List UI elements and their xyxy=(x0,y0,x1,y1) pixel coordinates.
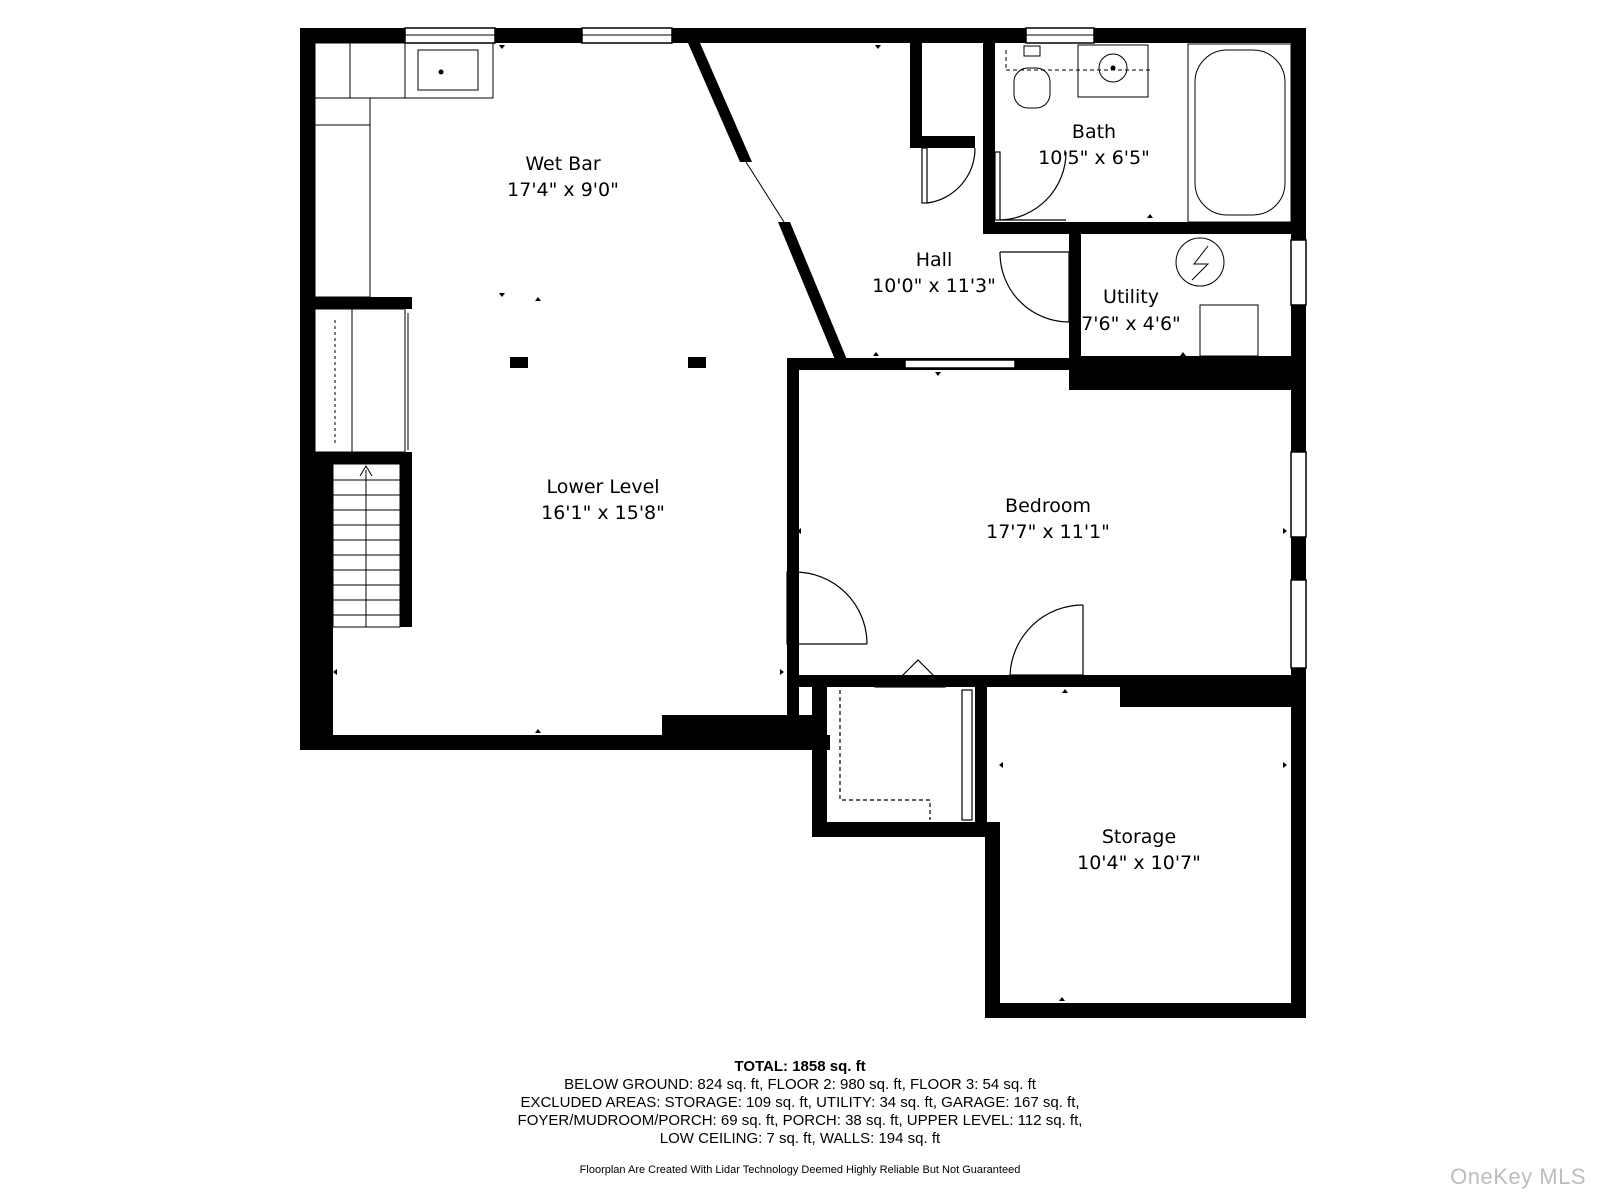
room-bedroom: Bedroom 17'7" x 11'1" xyxy=(986,495,1110,543)
room-utility: Utility 7'6" x 4'6" xyxy=(1081,286,1181,335)
column-left xyxy=(510,357,528,368)
room-wet-bar-name: Wet Bar xyxy=(525,153,601,175)
room-bath: Bath 10'5" x 6'5" xyxy=(1038,121,1150,169)
summary-line: BELOW GROUND: 824 sq. ft, FLOOR 2: 980 s… xyxy=(564,1076,1036,1093)
summary-line: FOYER/MUDROOM/PORCH: 69 sq. ft, PORCH: 3… xyxy=(517,1112,1083,1129)
column-right xyxy=(688,357,706,368)
window-right-2 xyxy=(1290,451,1307,538)
interior-walls xyxy=(315,43,1291,837)
area-summary: TOTAL: 1858 sq. ft BELOW GROUND: 824 sq.… xyxy=(400,1058,1200,1148)
room-bedroom-name: Bedroom xyxy=(1005,495,1091,517)
total-label: TOTAL: xyxy=(734,1058,789,1075)
stairs xyxy=(332,463,401,628)
room-bedroom-size: 17'7" x 11'1" xyxy=(986,521,1110,543)
pantry xyxy=(314,308,409,453)
window-top-2 xyxy=(581,27,673,44)
bath-sink-drain-icon xyxy=(1110,65,1116,71)
doors xyxy=(786,147,1084,821)
room-bath-size: 10'5" x 6'5" xyxy=(1038,147,1150,169)
room-lower-level-name: Lower Level xyxy=(546,476,659,498)
room-wet-bar: Wet Bar 17'4" x 9'0" xyxy=(507,153,619,201)
room-storage-name: Storage xyxy=(1102,826,1176,848)
room-utility-name: Utility xyxy=(1103,286,1159,308)
room-hall-size: 10'0" x 11'3" xyxy=(872,275,996,297)
window-right-3 xyxy=(1290,579,1307,669)
wet-bar-counter xyxy=(314,42,494,298)
room-lower-level-size: 16'1" x 15'8" xyxy=(541,502,665,524)
window-top-1 xyxy=(404,27,496,44)
room-bath-name: Bath xyxy=(1072,121,1116,143)
sink-drain-icon xyxy=(438,69,444,75)
diagonal-wall xyxy=(688,43,848,362)
window-right-1 xyxy=(1290,239,1307,306)
room-storage: Storage 10'4" x 10'7" xyxy=(1077,826,1201,874)
summary-line: EXCLUDED AREAS: STORAGE: 109 sq. ft, UTI… xyxy=(520,1094,1080,1111)
total-value: 1858 sq. ft xyxy=(792,1058,866,1075)
room-utility-size: 7'6" x 4'6" xyxy=(1081,313,1181,335)
utility-fixtures xyxy=(1175,237,1259,357)
exterior-walls xyxy=(300,28,1306,1018)
disclaimer: Floorplan Are Created With Lidar Technol… xyxy=(579,1164,1021,1176)
dimension-markers xyxy=(333,45,1287,1001)
room-hall-name: Hall xyxy=(916,249,953,271)
room-wet-bar-size: 17'4" x 9'0" xyxy=(507,179,619,201)
room-lower-level: Lower Level 16'1" x 15'8" xyxy=(541,476,665,524)
window-top-3 xyxy=(1025,27,1095,44)
watermark-logo: OneKey MLS xyxy=(1450,1164,1586,1189)
total-line: TOTAL: 1858 sq. ft xyxy=(400,1058,1200,1076)
room-storage-size: 10'4" x 10'7" xyxy=(1077,852,1201,874)
bath-fixtures xyxy=(1005,43,1292,223)
room-hall: Hall 10'0" x 11'3" xyxy=(872,249,996,297)
window-hall-bedroom xyxy=(904,359,1016,369)
summary-line: LOW CEILING: 7 sq. ft, WALLS: 194 sq. ft xyxy=(659,1130,941,1147)
